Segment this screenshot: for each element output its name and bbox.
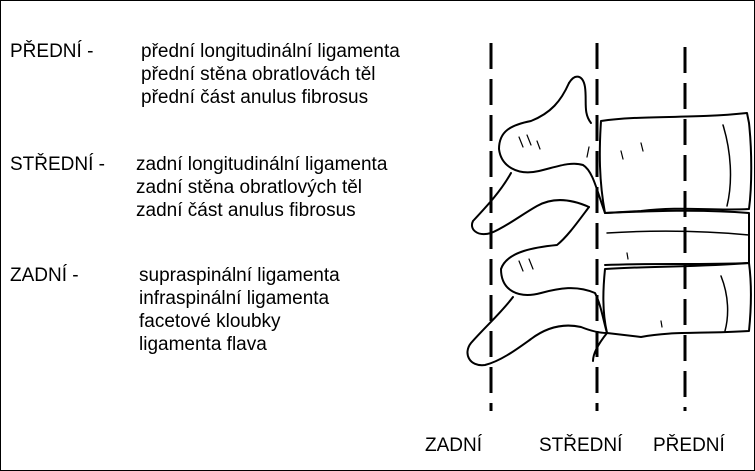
lower-vertebral-body <box>603 263 751 337</box>
intervertebral-disc <box>605 211 749 265</box>
anterior-column-label: PŘEDNÍ <box>653 434 725 457</box>
lower-spinous-process <box>467 297 607 365</box>
middle-column-label: STŘEDNÍ <box>539 434 622 457</box>
lower-arch <box>501 207 607 333</box>
posterior-elements <box>467 77 662 366</box>
inferior-articular-process <box>593 333 607 361</box>
posterior-column-label: ZADNÍ <box>425 434 482 457</box>
column-boundaries <box>491 43 685 411</box>
disc-inner-line <box>607 231 749 235</box>
vertebral-bodies <box>600 113 751 337</box>
superior-spinous-process <box>569 77 591 123</box>
body-surface-curve <box>721 125 730 331</box>
